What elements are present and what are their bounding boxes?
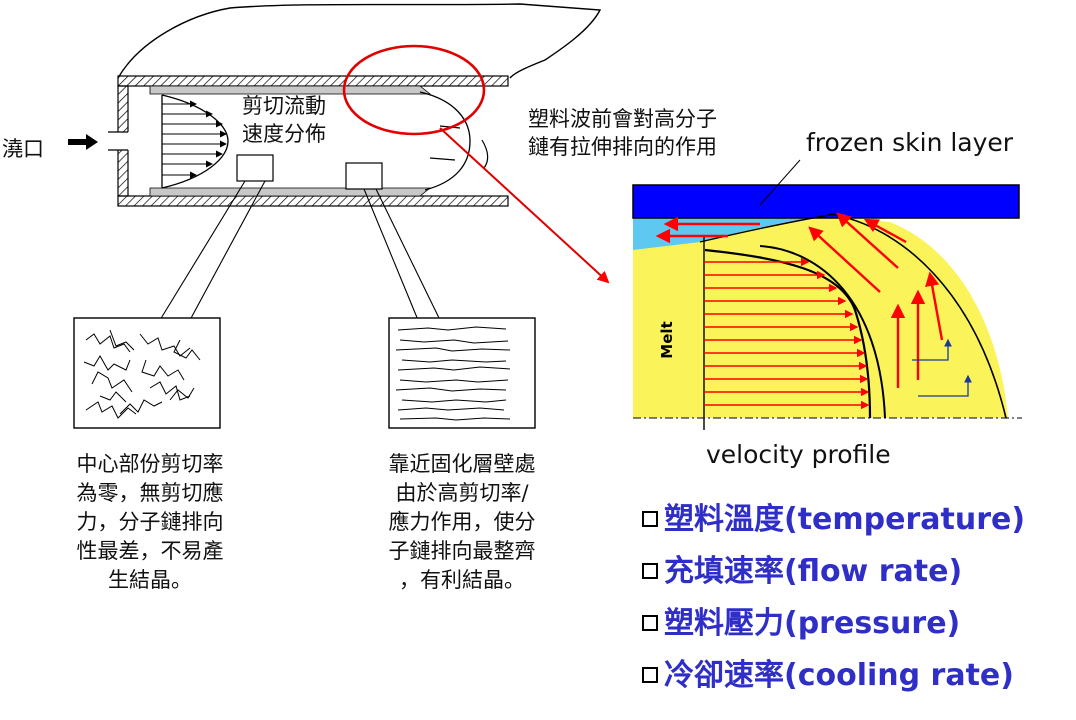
highlight-ellipse <box>342 44 486 136</box>
velocity-profile-label: velocity profile <box>706 440 891 469</box>
random-chains-box <box>73 317 221 429</box>
note-line: 為零，無剪切應 <box>76 481 224 505</box>
gate-arrow-icon <box>68 134 98 150</box>
note-line: 靠近固化層壁處 <box>388 452 536 476</box>
note-line: ，有利結晶。 <box>399 568 525 592</box>
oriented-chains-box <box>388 317 536 429</box>
factor-item: 塑料溫度(temperature) <box>642 496 1025 548</box>
shear-flow-label: 剪切流動 速度分佈 <box>242 92 326 148</box>
factor-label: 塑料溫度(temperature) <box>664 502 1026 537</box>
note-line: 子鏈排向最整齊 <box>388 539 536 563</box>
checkbox-icon <box>642 563 658 579</box>
fountain-flow-diagram: Melt <box>632 159 1022 430</box>
checkbox-icon <box>642 667 658 683</box>
factor-label: 冷卻速率(cooling rate) <box>664 658 1014 693</box>
sample-box-center <box>236 154 274 182</box>
factor-label: 充填速率(flow rate) <box>664 554 963 589</box>
note-line: 由於高剪切率/ <box>395 481 529 505</box>
checkbox-icon <box>642 615 658 631</box>
zoom-leader-arrow <box>439 127 610 284</box>
shear-flow-label-line1: 剪切流動 <box>242 94 326 118</box>
note-line: 應力作用，使分 <box>388 510 536 534</box>
checkbox-icon <box>642 511 658 527</box>
frozen-layer <box>632 184 1020 219</box>
note-line: 生結晶。 <box>108 568 192 592</box>
wall-region-note: 靠近固化層壁處 由於高剪切率/ 應力作用，使分 子鏈排向最整齊 ，有利結晶。 <box>352 450 572 595</box>
frozen-skin-layer-label: frozen skin layer <box>806 128 1014 157</box>
note-line: 中心部份剪切率 <box>76 452 224 476</box>
shear-flow-label-line2: 速度分佈 <box>242 122 326 146</box>
mold-flow-front <box>419 91 471 191</box>
sample-box-wall <box>345 162 383 190</box>
mold-cavity <box>108 75 509 207</box>
factor-item: 冷卻速率(cooling rate) <box>642 652 1025 704</box>
gate-label: 澆口 <box>2 137 44 161</box>
flow-front-label: 塑料波前會對高分子 鏈有拉伸排向的作用 <box>528 105 717 161</box>
factor-item: 充填速率(flow rate) <box>642 548 1025 600</box>
part-outline <box>117 3 602 79</box>
factor-item: 塑料壓力(pressure) <box>642 600 1025 652</box>
flow-front-label-line2: 鏈有拉伸排向的作用 <box>528 135 717 159</box>
note-line: 力，分子鏈排向 <box>76 510 224 534</box>
melt-region <box>633 214 1008 418</box>
velocity-profile-curve <box>704 248 872 419</box>
factor-label: 塑料壓力(pressure) <box>664 606 961 641</box>
mold-velocity-profile <box>161 94 229 189</box>
note-line: 性最差，不易產 <box>76 539 224 563</box>
center-region-note: 中心部份剪切率 為零，無剪切應 力，分子鏈排向 性最差，不易產 生結晶。 <box>40 450 260 595</box>
flow-front-label-line1: 塑料波前會對高分子 <box>528 107 717 131</box>
melt-label: Melt <box>658 321 676 358</box>
factor-list: 塑料溫度(temperature) 充填速率(flow rate) 塑料壓力(p… <box>642 496 1025 704</box>
